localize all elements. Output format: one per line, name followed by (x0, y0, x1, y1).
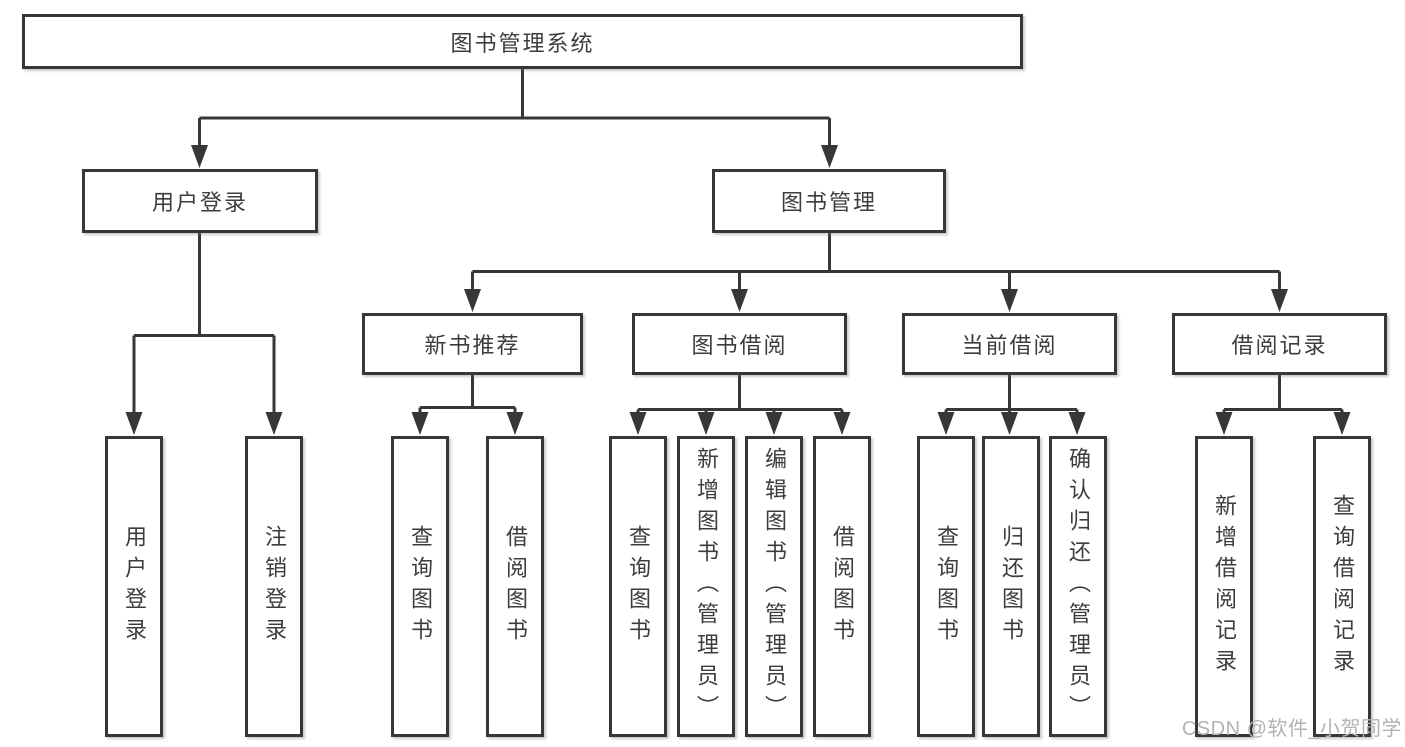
node-book-borrowing: 图书借阅 (632, 313, 847, 375)
leaf-user-login: 用户登录 (105, 436, 163, 737)
node-book-management: 图书管理 (712, 169, 946, 233)
leaf-edit-books-admin: 编辑图书（管理员） (745, 436, 803, 737)
leaf-query-books-borrowing: 查询图书 (609, 436, 667, 737)
connector-root-to-level2 (198, 69, 831, 150)
connector-new-book-rec-to-leaves (418, 375, 517, 417)
leaf-return-books: 归还图书 (982, 436, 1040, 737)
node-new-book-recommend: 新书推荐 (362, 313, 583, 375)
connector-borrow-record-to-leaves (1222, 375, 1344, 417)
connector-book-borrow-to-leaves (636, 375, 844, 417)
node-current-borrowing: 当前借阅 (902, 313, 1117, 375)
leaf-query-books-recommend: 查询图书 (391, 436, 449, 737)
leaf-query-borrow-record: 查询借阅记录 (1313, 436, 1371, 737)
leaf-query-books-current: 查询图书 (917, 436, 975, 737)
leaf-borrow-books-recommend: 借阅图书 (486, 436, 544, 737)
connector-book-mgmt-to-level3 (471, 233, 1281, 294)
leaf-add-books-admin: 新增图书（管理员） (677, 436, 735, 737)
connector-user-login-to-leaves (132, 232, 276, 417)
csdn-watermark: CSDN @软件_小贺同学 (1181, 718, 1402, 740)
node-user-login: 用户登录 (82, 169, 318, 233)
connector-current-borrow-to-leaves (944, 375, 1079, 417)
leaf-add-borrow-record: 新增借阅记录 (1195, 436, 1253, 737)
leaf-confirm-return-admin: 确认归还（管理员） (1049, 436, 1107, 737)
node-root-book-management-system: 图书管理系统 (22, 14, 1023, 69)
leaf-logout: 注销登录 (245, 436, 303, 737)
leaf-borrow-books-borrowing: 借阅图书 (813, 436, 871, 737)
node-borrowing-records: 借阅记录 (1172, 313, 1387, 375)
